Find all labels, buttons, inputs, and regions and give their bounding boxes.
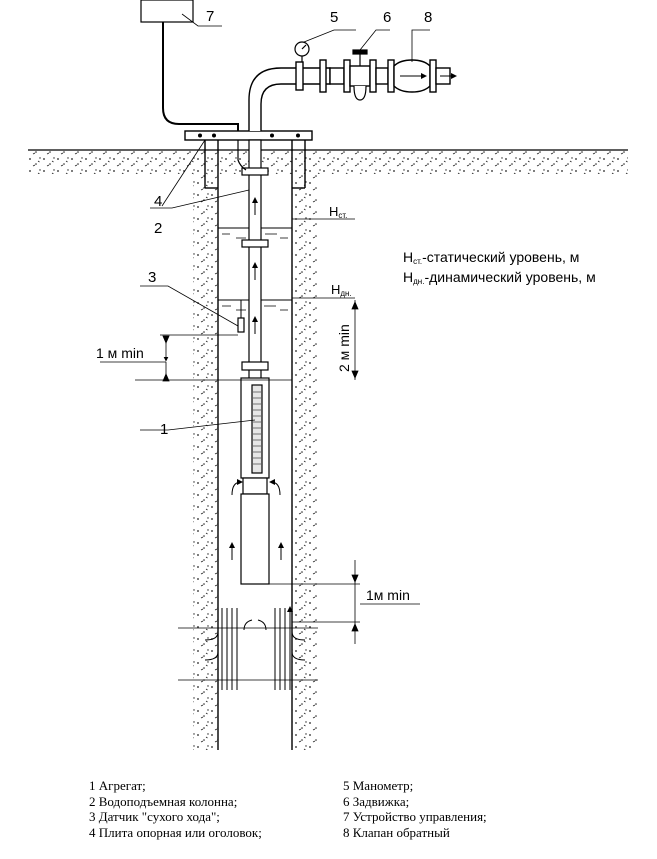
dimension-lines bbox=[100, 300, 420, 644]
svg-text:Ндн.: Ндн. bbox=[331, 282, 352, 298]
svg-text:Нст.-статический уровень, м: Нст.-статический уровень, м bbox=[403, 249, 579, 266]
legend-item-3: 3 Датчик "сухого хода"; bbox=[89, 809, 220, 824]
legend-item-8: 8 Клапан обратный bbox=[343, 824, 450, 840]
gate-valve bbox=[352, 49, 368, 101]
dry-run-sensor bbox=[237, 300, 245, 333]
callout-8: 8 bbox=[424, 9, 432, 26]
pump-unit bbox=[240, 377, 270, 585]
well-casing bbox=[204, 140, 306, 750]
svg-text:Ндн.-динамический уровень, м: Ндн.-динамический уровень, м bbox=[403, 269, 596, 286]
dimension-label-1m-left: 1 м min bbox=[96, 345, 144, 361]
soil-around-well bbox=[193, 174, 317, 750]
legend-item-5: 5 Манометр; bbox=[343, 778, 414, 793]
legend: 1 Агрегат; 2 Водоподъемная колонна; 3 Да… bbox=[0, 778, 657, 859]
legend-left-column: 1 Агрегат; 2 Водоподъемная колонна; 3 Да… bbox=[89, 778, 262, 840]
dynamic-level-mark: Ндн. bbox=[331, 282, 352, 298]
callout-6: 6 bbox=[383, 9, 391, 26]
legend-item-4: 4 Плита опорная или оголовок; bbox=[89, 824, 262, 840]
leader-lines bbox=[140, 13, 430, 431]
callout-1: 1 bbox=[160, 421, 168, 438]
callout-3: 3 bbox=[148, 269, 156, 286]
dynamic-level-note: Ндн.-динамический уровень, м bbox=[403, 269, 596, 286]
flow-arrows bbox=[229, 197, 284, 560]
legend-item-1: 1 Агрегат; bbox=[89, 778, 146, 793]
legend-right-column: 5 Манометр; 6 Задвижка; 7 Устройство упр… bbox=[343, 778, 487, 840]
support-plate bbox=[184, 130, 313, 141]
discharge-pipeline bbox=[248, 59, 451, 131]
callout-5: 5 bbox=[330, 9, 338, 26]
pressure-gauge bbox=[294, 41, 310, 62]
filter-zone bbox=[178, 608, 318, 690]
callout-4: 4 bbox=[154, 193, 162, 210]
dimension-label-2m: 2 м min bbox=[336, 324, 352, 372]
legend-item-2: 2 Водоподъемная колонна; bbox=[89, 793, 238, 809]
callout-7: 7 bbox=[206, 8, 214, 25]
static-level-mark: Нст. bbox=[329, 204, 347, 220]
ground-surface bbox=[28, 149, 628, 174]
control-cable bbox=[162, 22, 247, 171]
legend-item-6: 6 Задвижка; bbox=[343, 793, 410, 809]
callout-2: 2 bbox=[154, 220, 162, 237]
svg-text:Нст.: Нст. bbox=[329, 204, 347, 220]
legend-item-7: 7 Устройство управления; bbox=[343, 809, 487, 824]
static-level-note: Нст.-статический уровень, м bbox=[403, 249, 579, 266]
dimension-label-1m-right: 1м min bbox=[366, 587, 410, 603]
riser-pipe bbox=[241, 139, 269, 381]
control-unit bbox=[140, 0, 194, 23]
